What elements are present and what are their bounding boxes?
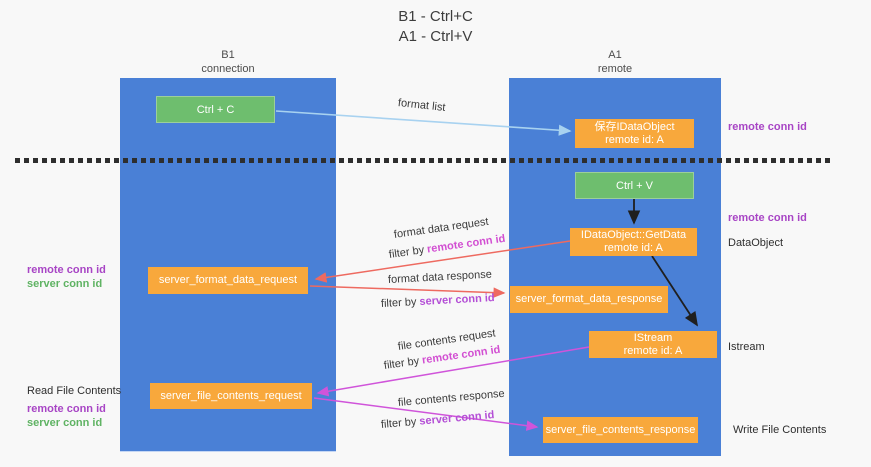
node-server-file-contents-response-label: server_file_contents_response [545,423,696,436]
node-server-file-contents-request: server_file_contents_request [150,383,312,409]
node-server-file-contents-response: server_file_contents_response [543,417,698,443]
node-istream: IStream remote id: A [589,331,717,358]
node-ctrl-v-label: Ctrl + V [616,179,653,192]
node-getdata-line2: remote id: A [604,242,663,254]
annotation-remote-conn-id-left-1: remote conn id [27,264,106,276]
filter-by-text: filter by [383,354,423,372]
node-save-idataobject: 保存IDataObject remote id: A [575,119,694,148]
node-istream-line1: IStream [633,331,673,344]
node-save-idataobject-line2: remote id: A [605,133,664,146]
filter-server-conn-id-text: server conn id [419,292,495,308]
annotation-server-conn-id-left-2: server conn id [27,417,103,429]
annotation-remote-conn-id-2: remote conn id [728,212,807,224]
node-ctrl-v: Ctrl + V [575,172,694,199]
lane-a1-role: remote [597,63,633,75]
phase-divider-dashed-line [15,158,830,163]
lane-b1-name: B1 [221,49,235,61]
node-server-format-data-response-label: server_format_data_response [515,293,663,305]
node-server-format-data-request-label: server_format_data_request [158,274,298,286]
filter-by-text: filter by [388,243,428,261]
node-ctrl-c: Ctrl + C [156,96,275,123]
annotation-read-file-contents: Read File Contents [27,385,122,397]
node-ctrl-c-label: Ctrl + C [196,103,235,116]
annotation-server-conn-id-left-1: server conn id [27,278,103,290]
node-server-file-contents-request-label: server_file_contents_request [160,389,302,402]
annotation-remote-conn-id-1: remote conn id [728,121,807,133]
annotation-istream: Istream [728,341,765,353]
node-idataobject-getdata: IDataObject::GetData remote id: A [570,228,697,256]
node-istream-line2: remote id: A [623,344,683,357]
arrow-label-format-data-response: format data response [387,268,493,286]
annotation-remote-conn-id-left-2: remote conn id [27,403,106,415]
filter-by-text: filter by [380,295,420,310]
lane-a1-name: A1 [608,49,622,61]
diagram-title-line2: A1 - Ctrl+V [398,28,473,45]
arrow-format-data-response [309,285,506,298]
annotation-write-file-contents: Write File Contents [733,424,827,436]
annotation-dataobject: DataObject [728,237,784,249]
filter-remote-conn-id-text: remote conn id [426,232,507,256]
filter-by-text: filter by [380,415,420,431]
diagram-title-line1: B1 - Ctrl+C [398,8,473,25]
node-server-format-data-response: server_format_data_response [510,286,668,313]
arrow-label-file-contents-response: file contents response [397,387,506,409]
filter-server-conn-id-text: server conn id [418,409,495,428]
node-save-idataobject-line1: 保存IDataObject [594,120,675,133]
arrow-label-filter-server-2: filter by server conn id [380,409,494,431]
lane-b1-role: connection [201,63,255,75]
arrow-label-filter-server-1: filter by server conn id [381,292,495,310]
arrow-label-format-list: format list [397,97,447,114]
node-getdata-line1: IDataObject::GetData [580,229,687,241]
node-server-format-data-request: server_format_data_request [148,267,308,294]
